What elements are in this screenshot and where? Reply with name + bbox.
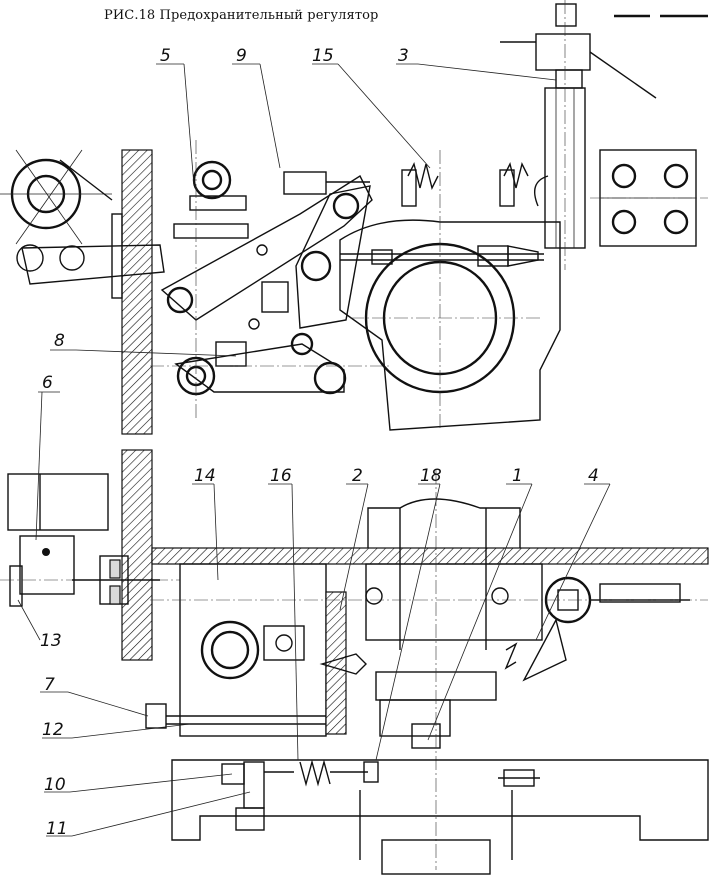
callout-labels: 5 9 15 3 8 6 14 16 2 18 1 4 13 7 12 10 1…: [40, 46, 599, 839]
callout-6: 6: [42, 373, 53, 393]
callout-15: 15: [312, 46, 334, 66]
callout-14: 14: [194, 466, 216, 486]
callout-7: 7: [44, 675, 55, 695]
top-housing: [339, 150, 561, 431]
callout-3: 3: [398, 46, 409, 66]
callout-18: 18: [420, 466, 442, 486]
top-wall: [0, 149, 165, 435]
figure-title: РИС.18 Предохранительный регулятор: [104, 8, 379, 23]
callout-8: 8: [54, 331, 65, 351]
bottom-body: [150, 470, 709, 870]
callout-10: 10: [44, 775, 66, 795]
bottom-casting: [145, 703, 709, 875]
callout-5: 5: [160, 46, 171, 66]
callout-4: 4: [588, 466, 599, 486]
callout-9: 9: [236, 46, 247, 66]
top-linkage: [150, 140, 390, 420]
callout-1: 1: [512, 466, 523, 486]
leader-lines: [17, 63, 611, 837]
callout-13: 13: [40, 631, 62, 651]
callout-12: 12: [42, 720, 64, 740]
callout-16: 16: [270, 466, 292, 486]
callout-2: 2: [352, 466, 363, 486]
rod-assembly: [500, 0, 708, 270]
callout-11: 11: [46, 819, 68, 839]
